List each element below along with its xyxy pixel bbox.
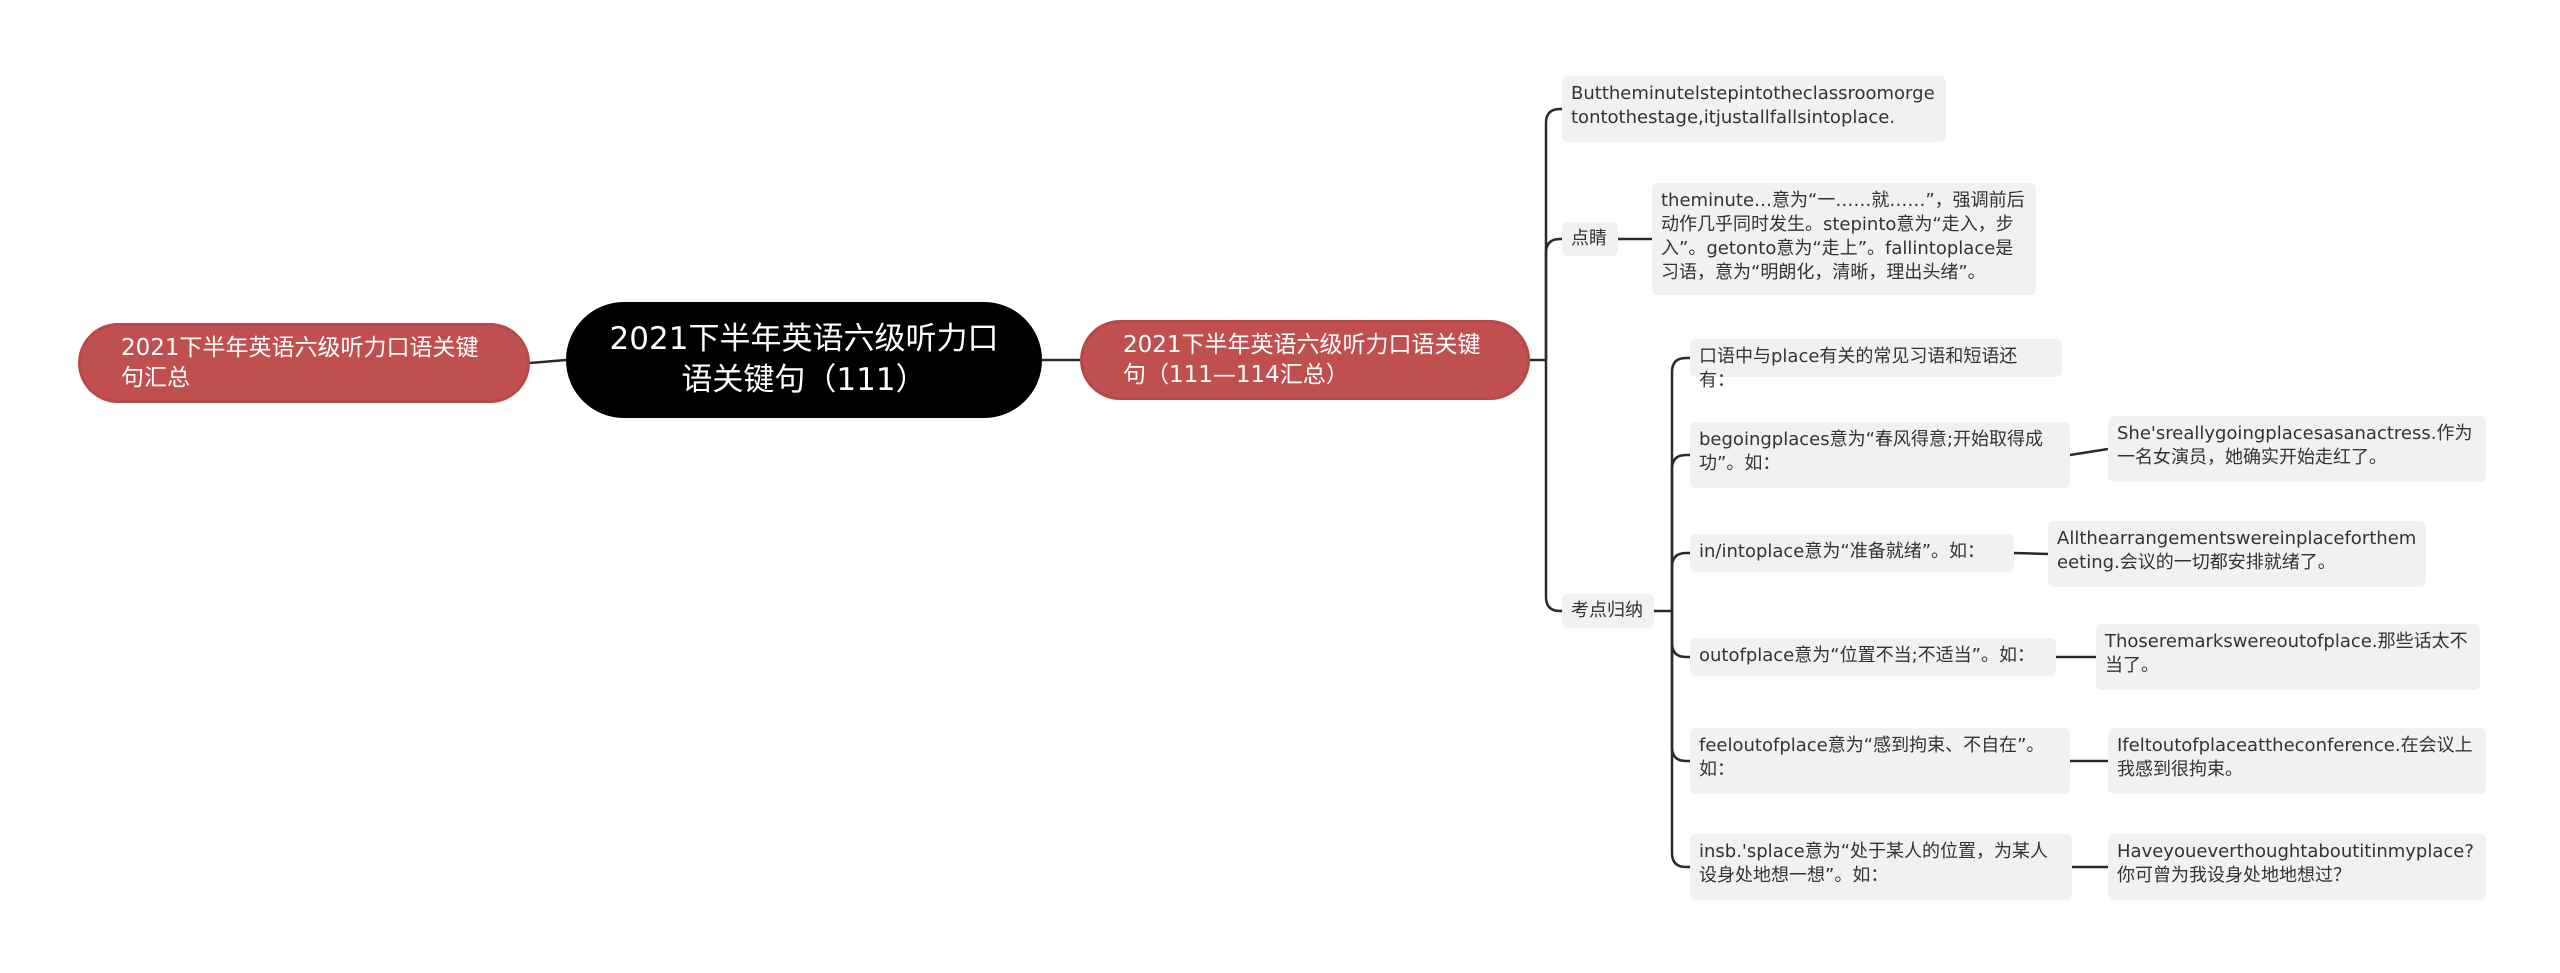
kaodian-item-text: feeloutofplace意为“感到拘束、不自在”。如： [1699, 735, 2045, 780]
link-kaodian-branch [1670, 611, 1690, 659]
link-item2-example [2013, 551, 2049, 556]
link-kaodian-branch [1670, 611, 1690, 763]
kaodian-example-text: Allthearrangementswereinplaceforthemeeti… [2057, 528, 2417, 573]
intro-sentence-node[interactable]: Buttheminutelstepintotheclassroomorgeton… [1562, 76, 1946, 142]
kaodian-item-node[interactable]: feeloutofplace意为“感到拘束、不自在”。如： [1690, 728, 2070, 794]
dianjing-label: 点睛 [1571, 228, 1607, 249]
left-branch-label: 2021下半年英语六级听力口语关键句汇总 [121, 335, 479, 391]
dianjing-note-node[interactable]: theminute…意为“一……就……”，强调前后动作几乎同时发生。stepin… [1652, 183, 2036, 295]
kaodian-example-text: Ifeltoutofplaceattheconference.在会议上我感到很拘… [2117, 735, 2473, 780]
link-kaodian-branch [1670, 356, 1690, 611]
kaodian-node[interactable]: 考点归纳 [1562, 594, 1654, 628]
kaodian-example-text: She'sreallygoingplacesasanactress.作为一名女演… [2117, 423, 2473, 468]
kaodian-item-text: outofplace意为“位置不当;不适当”。如： [1699, 645, 2035, 666]
kaodian-item-node[interactable]: 口语中与place有关的常见习语和短语还有： [1690, 339, 2062, 391]
dianjing-note-text: theminute…意为“一……就……”，强调前后动作几乎同时发生。stepin… [1661, 190, 2025, 283]
kaodian-example-text: Thoseremarkswereoutofplace.那些话太不当了。 [2105, 631, 2468, 676]
kaodian-example-node[interactable]: Thoseremarkswereoutofplace.那些话太不当了。 [2096, 624, 2480, 690]
kaodian-example-node[interactable]: Ifeltoutofplaceattheconference.在会议上我感到很拘… [2108, 728, 2486, 794]
kaodian-item-text: insb.'splace意为“处于某人的位置，为某人设身处地想一想”。如： [1699, 841, 2049, 886]
left-branch-node[interactable]: 2021下半年英语六级听力口语关键句汇总 [78, 323, 530, 403]
link-right-branch [1544, 360, 1562, 613]
kaodian-item-node[interactable]: outofplace意为“位置不当;不适当”。如： [1690, 638, 2056, 676]
kaodian-example-node[interactable]: She'sreallygoingplacesasanactress.作为一名女演… [2108, 416, 2486, 482]
kaodian-item-node[interactable]: begoingplaces意为“春风得意;开始取得成功”。如： [1690, 422, 2070, 488]
kaodian-item-text: begoingplaces意为“春风得意;开始取得成功”。如： [1699, 429, 2043, 474]
kaodian-item-node[interactable]: in/intoplace意为“准备就绪”。如： [1690, 534, 2014, 572]
dianjing-node[interactable]: 点睛 [1562, 222, 1618, 256]
link-item1-example [2069, 447, 2109, 457]
kaodian-example-node[interactable]: Allthearrangementswereinplaceforthemeeti… [2048, 521, 2426, 587]
link-right-branch [1544, 107, 1562, 360]
link-kaodian-branch [1670, 611, 1690, 869]
link-kaodian-branch [1670, 551, 1690, 611]
link-kaodian-branch [1670, 453, 1690, 611]
kaodian-item-text: 口语中与place有关的常见习语和短语还有： [1699, 346, 2018, 391]
kaodian-item-node[interactable]: insb.'splace意为“处于某人的位置，为某人设身处地想一想”。如： [1690, 834, 2072, 900]
kaodian-label: 考点归纳 [1571, 600, 1643, 621]
right-branch-node[interactable]: 2021下半年英语六级听力口语关键句（111—114汇总） [1080, 320, 1530, 400]
kaodian-example-text: Haveyoueverthoughtaboutitinmyplace?你可曾为我… [2117, 841, 2474, 886]
right-branch-label: 2021下半年英语六级听力口语关键句（111—114汇总） [1123, 332, 1481, 388]
kaodian-item-text: in/intoplace意为“准备就绪”。如： [1699, 541, 1986, 562]
link-right-branch [1544, 237, 1562, 360]
root-node[interactable]: 2021下半年英语六级听力口语关键句（111） [566, 302, 1042, 418]
link-root-left [529, 358, 567, 365]
intro-sentence-text: Buttheminutelstepintotheclassroomorgeton… [1571, 83, 1935, 128]
kaodian-example-node[interactable]: Haveyoueverthoughtaboutitinmyplace?你可曾为我… [2108, 834, 2486, 900]
root-label: 2021下半年英语六级听力口语关键句（111） [609, 321, 999, 398]
